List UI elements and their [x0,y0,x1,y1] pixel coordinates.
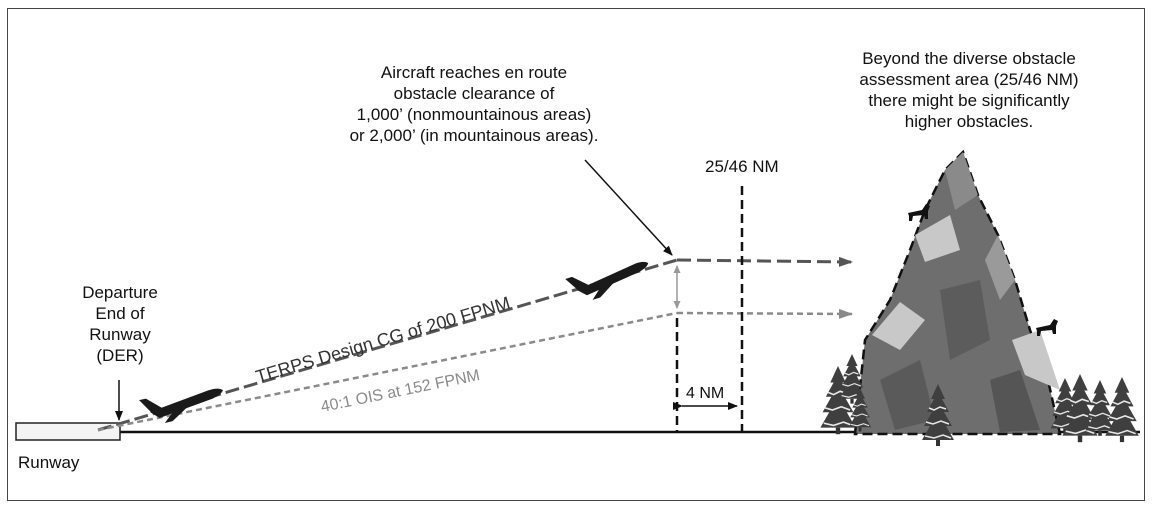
clearance-note-line: Aircraft reaches en route [380,63,568,82]
runway-box [15,422,121,441]
ois-line-label: 40:1 OIS at 152 FPNM [319,367,481,416]
clearance-note-line: 1,000’ (nonmountainous areas) [356,105,592,124]
ois-line [97,311,678,432]
beyond-note: Beyond the diverse obstacle assessment a… [812,48,1126,132]
distance-marker-label: 25/46 NM [705,157,779,176]
der-label-line: Runway [89,325,151,344]
clearance-note-line: or 2,000’ (in mountainous areas). [349,126,599,145]
goat-icon [908,204,930,221]
terps-level-arrow [676,256,853,267]
beyond-note-line: assessment area (25/46 NM) [859,70,1079,89]
ois-level-arrow [676,308,853,319]
beyond-note-line: Beyond the diverse obstacle [862,49,1076,68]
der-label: Departure End of Runway (DER) [60,282,180,366]
der-label-line: End of [95,304,145,323]
beyond-note-line: there might be significantly [868,91,1070,110]
clearance-note-line: obstacle clearance of [393,84,555,103]
airplane-icon [139,381,228,428]
figure-frame [7,8,1145,501]
clearance-note: Aircraft reaches en route obstacle clear… [318,62,630,146]
beyond-note-line: higher obstacles. [904,112,1034,131]
runway-label: Runway [18,453,80,472]
four-nm-label: 4 NM [686,385,724,402]
der-label-line: (DER) [96,346,144,365]
callout-arrow [584,159,673,256]
pine-tree-icon [1104,376,1140,443]
airplane-icon [565,254,654,306]
der-label-line: Departure [82,283,158,302]
mountain-icon [853,149,1062,436]
goat-icon [1036,319,1058,336]
